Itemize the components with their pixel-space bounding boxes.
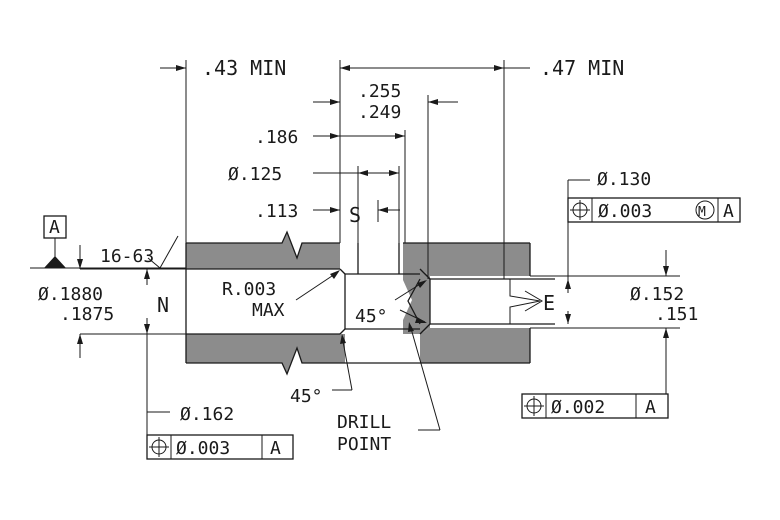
label-e: E xyxy=(543,291,555,315)
top-dimensions: .43 MIN .47 MIN .255 .249 .186 Ø.125 xyxy=(160,56,624,279)
dim-dia-125: Ø.125 xyxy=(228,164,282,185)
bottom-wall-right xyxy=(420,328,530,363)
top-wall-left xyxy=(186,232,340,269)
surface-finish: 16-63 xyxy=(100,235,179,269)
fcf-right-tolerance: Ø.002 xyxy=(551,397,605,418)
dim-43-min: .43 MIN xyxy=(202,56,286,80)
dim-186: .186 xyxy=(255,127,298,148)
fcf-bottom: Ø.003 A xyxy=(146,434,294,460)
dim-dia-151: .151 xyxy=(655,304,698,325)
fcf-top: Ø.003 M A xyxy=(567,197,741,223)
right-diameter-dim: Ø.152 .151 E xyxy=(530,250,698,354)
angle-bottom: 45° xyxy=(290,386,323,407)
fcf-bottom-tolerance: Ø.003 xyxy=(176,438,230,459)
dim-dia-1875: .1875 xyxy=(60,304,114,325)
mmc-circle-icon xyxy=(695,200,715,220)
inside-labels: R.003 MAX 45° xyxy=(222,270,427,327)
position-icon xyxy=(570,200,590,220)
fcf-right-datum: A xyxy=(645,397,656,418)
bottom-wall-left xyxy=(186,334,345,374)
radius-max-label: MAX xyxy=(252,300,285,321)
dim-dia-162: Ø.162 xyxy=(180,404,234,425)
drill-point-wedge xyxy=(403,269,430,334)
fcf-top-modifier: M xyxy=(698,205,706,220)
drill-label: DRILL xyxy=(337,412,391,433)
angle-inner: 45° xyxy=(355,306,388,327)
left-diameter-dim: Ø.1880 .1875 N xyxy=(38,245,186,358)
label-s: S xyxy=(349,203,361,227)
part-body xyxy=(186,232,530,374)
dim-dia-1880: Ø.1880 xyxy=(38,284,103,305)
fcf-right: Ø.002 A xyxy=(521,354,669,419)
dim-113: .113 xyxy=(255,201,298,222)
position-icon xyxy=(524,396,544,416)
dim-dia-130: Ø.130 xyxy=(597,169,651,190)
fcf-top-datum: A xyxy=(723,201,734,222)
position-icon xyxy=(149,437,169,457)
radius-label: R.003 xyxy=(222,279,276,300)
point-label: POINT xyxy=(337,434,391,455)
bottom-leaders: 45° DRILL POINT xyxy=(290,322,441,455)
dim-249: .249 xyxy=(358,102,401,123)
dim-130-group: Ø.130 xyxy=(567,169,651,279)
datum-a-label: A xyxy=(49,217,60,238)
dim-dia-152: Ø.152 xyxy=(630,284,684,305)
finish-label: 16-63 xyxy=(100,246,154,267)
label-n: N xyxy=(157,293,169,317)
fcf-top-tolerance: Ø.003 xyxy=(598,201,652,222)
fcf-bottom-datum: A xyxy=(270,438,281,459)
dim-255: .255 xyxy=(358,81,401,102)
top-wall-right xyxy=(403,243,530,276)
dim-162-group: Ø.162 xyxy=(146,334,234,435)
dim-47-min: .47 MIN xyxy=(540,56,624,80)
